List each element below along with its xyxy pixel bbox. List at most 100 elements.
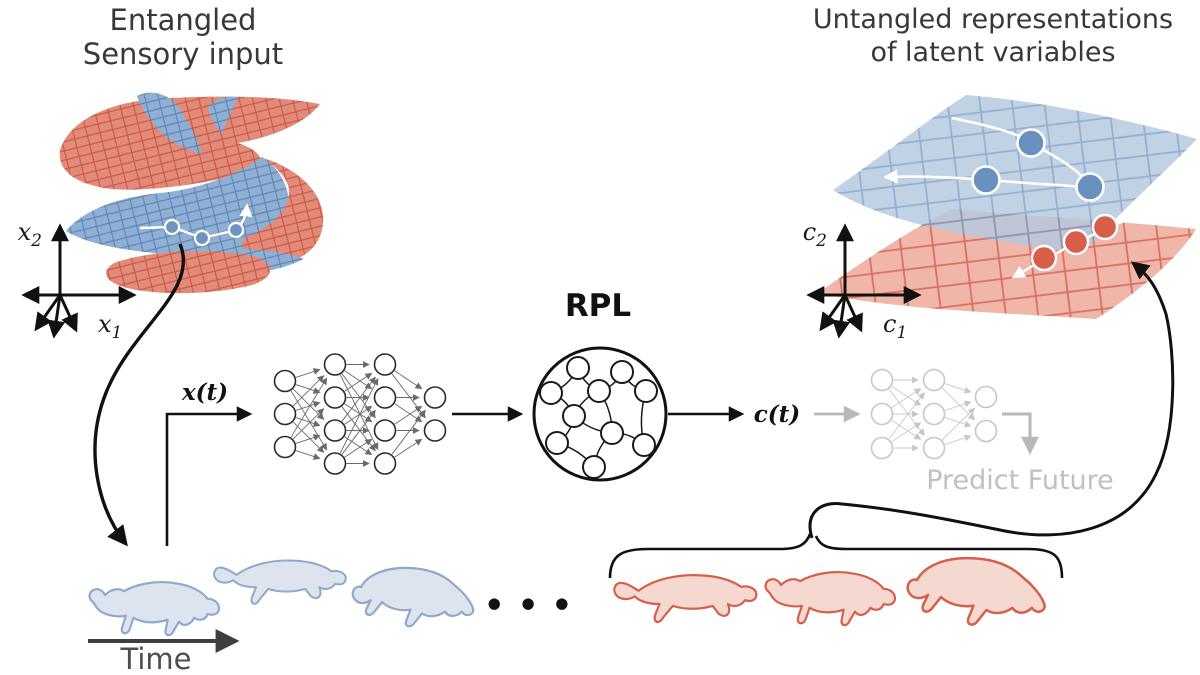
net-edge (941, 407, 976, 441)
net-node (870, 402, 894, 426)
net-edge (290, 377, 328, 438)
rpl-graph (539, 356, 658, 479)
net-edge (394, 370, 423, 390)
net-edge (888, 392, 925, 440)
untangled-manifolds (818, 95, 1197, 319)
net-edge (344, 370, 373, 390)
blue-cat-frame-2 (213, 559, 347, 605)
trajectory-point (163, 218, 181, 236)
c1-axis-label: c1 (883, 310, 907, 343)
right-title-line2: of latent variables (870, 37, 1115, 68)
net-edge (944, 417, 972, 428)
axis-arrow-down-right (58, 294, 78, 333)
net-node (870, 368, 894, 392)
x2-axis-label: x2 (18, 218, 42, 251)
net-node (373, 419, 397, 442)
net-edge (394, 403, 423, 423)
net-edge (295, 401, 321, 411)
net-edge (292, 388, 325, 420)
blue-latent-point (1016, 128, 1046, 158)
net-edge (344, 372, 373, 392)
blue-cat-frame-3 (351, 566, 475, 628)
trajectory-point (193, 229, 211, 247)
left-title-line1: Entangled (110, 3, 257, 37)
net-node (373, 353, 397, 376)
frames-to-latent-sweep-arrow (808, 261, 1175, 539)
entangled-red-curl-surface (242, 158, 324, 264)
rpl-node (610, 360, 634, 384)
red-animal-frame-3 (906, 556, 1046, 626)
net-node (373, 452, 397, 475)
rpl-node (600, 421, 624, 445)
x-t-elbow-arrow (165, 406, 253, 546)
time-label: Time (120, 642, 192, 675)
net-node (974, 419, 998, 443)
net-edge (344, 438, 373, 458)
net-node (974, 385, 998, 409)
net-edge (394, 405, 423, 425)
trajectory-point (227, 221, 245, 239)
net-edge (341, 409, 376, 455)
net-node (323, 419, 347, 442)
x1-axis-label: x1 (98, 310, 122, 343)
net-edge (339, 374, 379, 450)
predictor-output-elbow-arrow (1002, 412, 1039, 455)
blue-latent-point (1075, 172, 1105, 202)
net-edge (891, 388, 922, 409)
net-node (423, 386, 447, 409)
red-animal-frame-1 (613, 574, 758, 624)
left-title-line2: Sensory input (83, 37, 283, 71)
red-frame-sequence (613, 556, 1046, 627)
net-node (323, 386, 347, 409)
entangled-manifold (59, 92, 324, 294)
axis-arrow-down (832, 294, 851, 339)
net-node (273, 435, 297, 459)
x-t-label: x(t) (181, 379, 228, 406)
rpl-node (562, 404, 586, 428)
rpl-label: RPL (565, 288, 631, 324)
net-edge (341, 376, 376, 422)
net-node (273, 369, 297, 393)
red-frames-brace (608, 533, 1064, 579)
red-latent-point (1062, 228, 1090, 256)
net-node (323, 353, 347, 376)
net-edge (295, 368, 321, 378)
net-edge (891, 385, 922, 406)
axis-arrow-down-left (819, 294, 847, 332)
rpl-node (545, 431, 569, 455)
red-latent-point (1091, 213, 1119, 241)
net-edge (344, 405, 373, 425)
net-edge (295, 434, 321, 444)
net-edge (944, 383, 972, 394)
right-title-line1: Untangled representations (813, 4, 1173, 35)
net-node (423, 419, 447, 442)
net-edge (295, 384, 321, 394)
red-latent-point (1030, 244, 1058, 272)
net-edge (944, 434, 972, 445)
rpl-node (582, 455, 606, 479)
blue-cat-frame-1 (88, 581, 221, 637)
net-node (273, 402, 297, 426)
blue-latent-point (971, 165, 1001, 195)
net-node (922, 368, 946, 392)
c2-axis-label: c2 (803, 218, 827, 251)
net-edge (339, 378, 379, 454)
net-edge (295, 417, 321, 427)
net-node (323, 452, 347, 475)
ellipsis-icon: ● ● ● (488, 594, 577, 612)
latent-axes (806, 223, 922, 339)
net-edge (891, 419, 922, 440)
net-edge (391, 409, 426, 455)
net-node (373, 386, 397, 409)
net-edge (290, 390, 328, 451)
net-edge (292, 375, 325, 407)
axis-arrow-down-left (34, 294, 62, 332)
manifold-to-frames-arrow (93, 243, 186, 547)
red-animal-frame-2 (764, 571, 897, 627)
predict-future-label: Predict Future (926, 465, 1114, 496)
net-node (922, 402, 946, 426)
net-node (870, 436, 894, 460)
c-t-label: c(t) (754, 401, 800, 428)
encoder-network (273, 353, 447, 475)
